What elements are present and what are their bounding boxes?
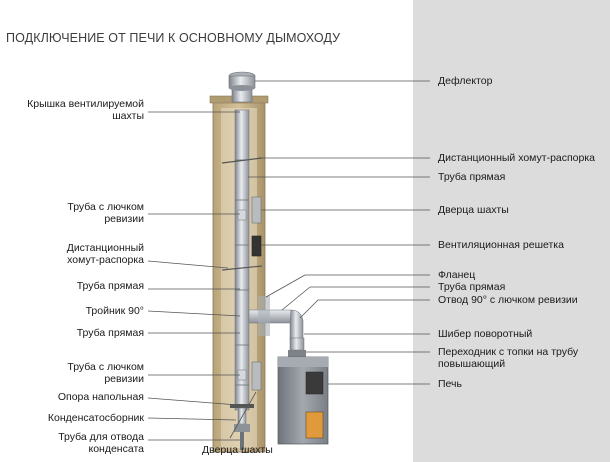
right-panel-background xyxy=(413,0,610,462)
stove-shape xyxy=(277,356,329,445)
label-vent-grille: Вентиляционная решетка xyxy=(438,239,564,251)
label-shaft-door-bottom: Дверца шахты xyxy=(202,444,273,456)
leader-lines-left xyxy=(147,111,241,441)
label-condensate-pipe: Труба для отвода конденсата xyxy=(58,431,144,455)
page-title: ПОДКЛЮЧЕНИЕ ОТ ПЕЧИ К ОСНОВНОМУ ДЫМОХОДУ xyxy=(6,31,341,45)
label-tee-90: Тройник 90° xyxy=(85,305,144,317)
tee-and-horizontal-pipe xyxy=(248,296,306,358)
label-pipe-straight-left-2: Труба прямая xyxy=(76,327,144,339)
clamp-upper xyxy=(221,157,263,164)
leader-lines-right xyxy=(229,80,430,439)
label-clamp-left: Дистанционный хомут-распорка xyxy=(66,242,144,266)
label-flange: Фланец xyxy=(438,269,476,281)
label-pipe-straight-left-1: Труба прямая xyxy=(76,280,144,292)
elbow-shape xyxy=(289,309,304,341)
label-shaft-door-right: Дверца шахты xyxy=(438,204,509,216)
label-adapter: Переходник с топки на трубу повышающий xyxy=(438,346,579,370)
label-clamp-right: Дистанционный хомут-распорка xyxy=(438,152,596,164)
label-pipe-straight-right-2: Труба прямая xyxy=(438,281,506,293)
label-pipe-hatch-2: Труба с лючком ревизии xyxy=(67,361,144,385)
label-floor-support: Опора напольная xyxy=(57,391,144,403)
flange-plate xyxy=(258,296,270,336)
vent-grille-shape xyxy=(251,235,262,257)
pipe-hatch-upper xyxy=(237,209,247,221)
vertical-chimney-pipe xyxy=(234,109,250,411)
clamp-lower xyxy=(221,265,263,271)
shaft-door-lower xyxy=(251,361,262,391)
label-pipe-straight-right-1: Труба прямая xyxy=(438,171,506,183)
label-deflector: Дефлектор xyxy=(438,75,493,87)
label-pipe-hatch-1: Труба с лючком ревизии xyxy=(67,201,144,225)
label-stove: Печь xyxy=(438,378,462,390)
label-condensate-collector: Конденсатосборник xyxy=(47,412,144,424)
shaft-door-upper xyxy=(251,196,262,224)
damper-shape xyxy=(289,337,305,351)
label-shaft-cap: Крышка вентилируемой шахты xyxy=(27,98,144,122)
label-damper: Шибер поворотный xyxy=(438,328,533,340)
adapter-shape xyxy=(288,350,306,358)
deflector-shape xyxy=(228,71,256,103)
label-elbow-90: Отвод 90° с лючком ревизии xyxy=(438,294,578,306)
